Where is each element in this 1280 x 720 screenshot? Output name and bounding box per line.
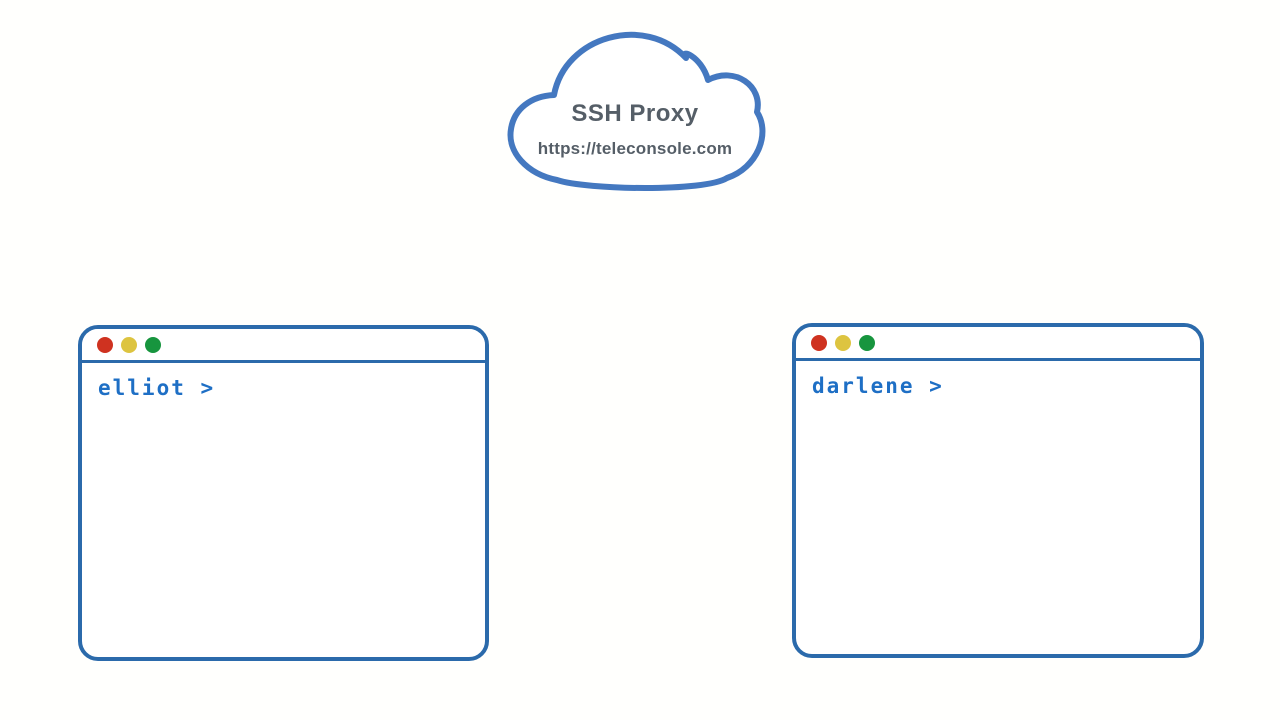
minimize-control-icon[interactable] <box>835 334 851 351</box>
terminal-titlebar <box>82 329 485 363</box>
minimize-control-icon[interactable] <box>121 336 137 353</box>
maximize-control-icon[interactable] <box>859 334 875 351</box>
terminal-content-area[interactable]: elliot > <box>82 363 485 654</box>
cloud-icon <box>507 31 766 191</box>
close-control-icon[interactable] <box>811 334 827 351</box>
terminal-titlebar <box>796 327 1200 361</box>
shell-prompt-darlene: darlene > <box>812 374 944 398</box>
terminal-window-darlene: darlene > <box>792 323 1204 658</box>
maximize-control-icon[interactable] <box>145 336 161 353</box>
terminal-window-elliot: elliot > <box>78 325 489 661</box>
terminal-content-area[interactable]: darlene > <box>796 361 1200 651</box>
shell-prompt-elliot: elliot > <box>98 376 216 400</box>
close-control-icon[interactable] <box>97 336 113 353</box>
proxy-title: SSH Proxy <box>571 100 699 127</box>
proxy-url: https://teleconsole.com <box>537 139 733 158</box>
ssh-proxy-cloud: SSH Proxy https://teleconsole.com <box>503 28 767 200</box>
